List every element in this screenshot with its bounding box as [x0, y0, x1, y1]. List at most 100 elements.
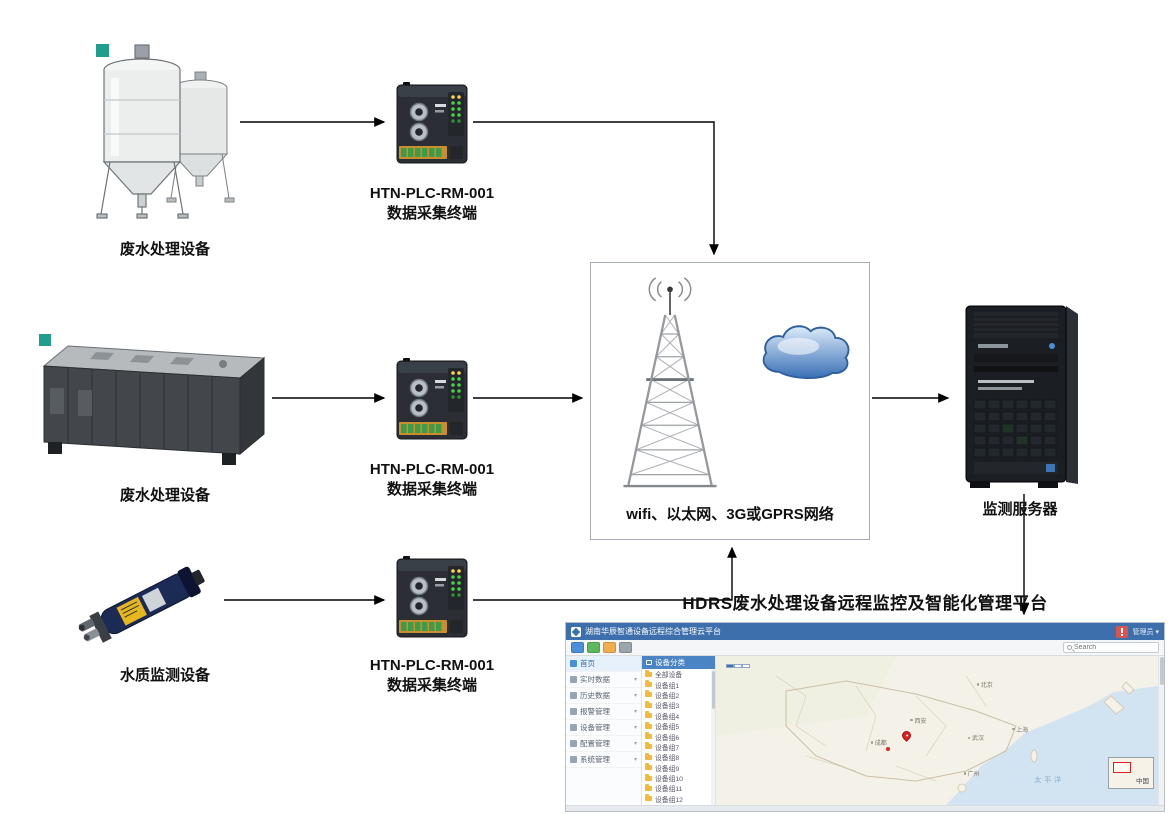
search-box — [1063, 642, 1159, 653]
chevron-down-icon: ▾ — [633, 693, 637, 699]
folder-icon — [645, 721, 652, 729]
plc-model: HTN-PLC-RM-001 — [369, 461, 495, 478]
container-label: 废水处理设备 — [119, 487, 210, 504]
folder-icon — [645, 752, 652, 760]
menu-icon — [570, 692, 577, 699]
map-area[interactable]: 北京 西安 上海 武汉 成都 广州 太平洋 中国 — [716, 656, 1158, 805]
tree-item[interactable]: 设备组11 — [642, 783, 715, 793]
server-image — [965, 305, 1078, 488]
plc-label-2: HTN-PLC-RM-001 数据采集终端 — [348, 460, 516, 500]
tree-icon — [646, 660, 652, 665]
folder-icon — [645, 711, 652, 719]
tree-item[interactable]: 设备组10 — [642, 773, 715, 783]
chevron-down-icon: ▾ — [1155, 628, 1159, 636]
ocean-label: 太平洋 — [1034, 777, 1065, 785]
tree-item[interactable]: 设备组12 — [642, 794, 715, 804]
chevron-down-icon: ▾ — [633, 725, 637, 731]
tree-scrollbar[interactable] — [711, 669, 715, 805]
map-city: 成都 — [870, 738, 887, 747]
tree-item[interactable]: 设备组5 — [642, 721, 715, 731]
watermark-square — [96, 44, 109, 57]
app-toolbar — [566, 640, 1164, 656]
plc-device-image — [393, 358, 471, 442]
tree-item[interactable]: 设备组4 — [642, 711, 715, 721]
plc-subtitle: 数据采集终端 — [386, 677, 477, 694]
map-type-button[interactable] — [734, 664, 742, 668]
menu-icon — [570, 724, 577, 731]
search-icon — [1067, 645, 1072, 650]
folder-icon — [645, 783, 652, 791]
tree-item[interactable]: 设备组6 — [642, 731, 715, 742]
sidebar-item[interactable]: 历史数据 ▾ — [566, 688, 641, 704]
menu-icon — [570, 660, 577, 667]
vertical-scrollbar[interactable] — [1158, 656, 1164, 805]
tree-item[interactable]: 设备组3 — [642, 700, 715, 710]
sidebar-item[interactable]: 配置管理 ▾ — [566, 736, 641, 752]
folder-icon — [645, 700, 652, 708]
map-image — [716, 656, 1158, 805]
tree-item[interactable]: 设备组2 — [642, 690, 715, 700]
map-type-button[interactable] — [726, 664, 734, 668]
tree-item[interactable]: 全部设备 — [642, 669, 715, 679]
map-city: 武汉 — [967, 733, 984, 742]
inset-label: 中国 — [1136, 778, 1149, 785]
watermark-square — [39, 334, 51, 346]
app-header: 湖南华辰智通设备远程综合管理云平台 管理员 ▾ — [566, 623, 1164, 640]
alarm-icon[interactable] — [1116, 625, 1129, 638]
map-marker-dot[interactable] — [886, 746, 891, 751]
sidebar-item[interactable]: 系统管理 ▾ — [566, 752, 641, 768]
plc-label-1: HTN-PLC-RM-001 数据采集终端 — [348, 184, 516, 224]
folder-icon — [645, 773, 652, 781]
sidebar-item[interactable]: 设备管理 ▾ — [566, 720, 641, 736]
tanks-label: 废水处理设备 — [119, 241, 210, 258]
toolbar-button-gray[interactable] — [619, 642, 632, 653]
toolbar-button-orange[interactable] — [603, 642, 616, 653]
toolbar-button-blue[interactable] — [571, 642, 584, 653]
map-city: 上海 — [1012, 725, 1028, 734]
folder-icon — [645, 794, 652, 802]
chevron-down-icon: ▾ — [633, 757, 637, 763]
folder-icon — [645, 732, 652, 740]
plc-subtitle: 数据采集终端 — [386, 205, 477, 222]
app-logo-icon — [571, 626, 581, 637]
sidebar-item[interactable]: 报警管理 ▾ — [566, 704, 641, 720]
network-label: wifi、以太网、3G或GPRS网络 — [626, 506, 834, 523]
map-type-button[interactable] — [742, 664, 750, 668]
network-box: wifi、以太网、3G或GPRS网络 — [590, 262, 870, 540]
map-city: 北京 — [976, 680, 993, 689]
menu-icon — [570, 740, 577, 747]
tree-item[interactable]: 设备组8 — [642, 752, 715, 762]
search-input[interactable] — [1074, 644, 1155, 651]
plc-label-3: HTN-PLC-RM-001 数据采集终端 — [348, 656, 516, 696]
probe-equipment-image — [78, 566, 205, 643]
sidebar-item[interactable]: 首页 — [566, 656, 641, 672]
user-menu[interactable]: 管理员 ▾ — [1132, 628, 1159, 636]
toolbar-button-green[interactable] — [587, 642, 600, 653]
sidebar-item[interactable]: 实时数据 ▾ — [566, 672, 641, 688]
menu-icon — [570, 676, 577, 683]
sidebar-menu: 首页 实时数据 ▾ 历史数据 ▾ 报警管理 ▾ 设备管理 — [566, 656, 642, 805]
map-city: 广州 — [963, 769, 980, 778]
folder-icon — [645, 763, 652, 771]
horizontal-scrollbar[interactable] — [566, 805, 1164, 811]
probe-label: 水质监测设备 — [119, 667, 210, 684]
tree-list: 全部设备 设备组1 设备组2 设备组3 设备组4 — [642, 669, 715, 805]
folder-icon — [645, 690, 652, 698]
chevron-down-icon: ▾ — [633, 741, 637, 747]
server-label: 监测服务器 — [982, 501, 1058, 518]
device-tree-panel: 设备分类 全部设备 设备组1 设备组2 设备组3 — [642, 656, 716, 805]
folder-icon — [645, 669, 652, 677]
map-overview-inset[interactable]: 中国 — [1108, 757, 1154, 789]
menu-icon — [570, 708, 577, 715]
tree-item[interactable]: 设备组9 — [642, 763, 715, 773]
tree-item[interactable]: 设备组1 — [642, 679, 715, 690]
plc-device-image — [393, 82, 471, 166]
plc-model: HTN-PLC-RM-001 — [369, 657, 495, 674]
platform-title: HDRS废水处理设备远程监控及智能化管理平台 — [682, 594, 1048, 613]
plc-model: HTN-PLC-RM-001 — [369, 185, 495, 202]
chevron-down-icon: ▾ — [633, 677, 637, 683]
tree-item[interactable]: 设备组7 — [642, 742, 715, 752]
map-city: 西安 — [910, 716, 926, 725]
